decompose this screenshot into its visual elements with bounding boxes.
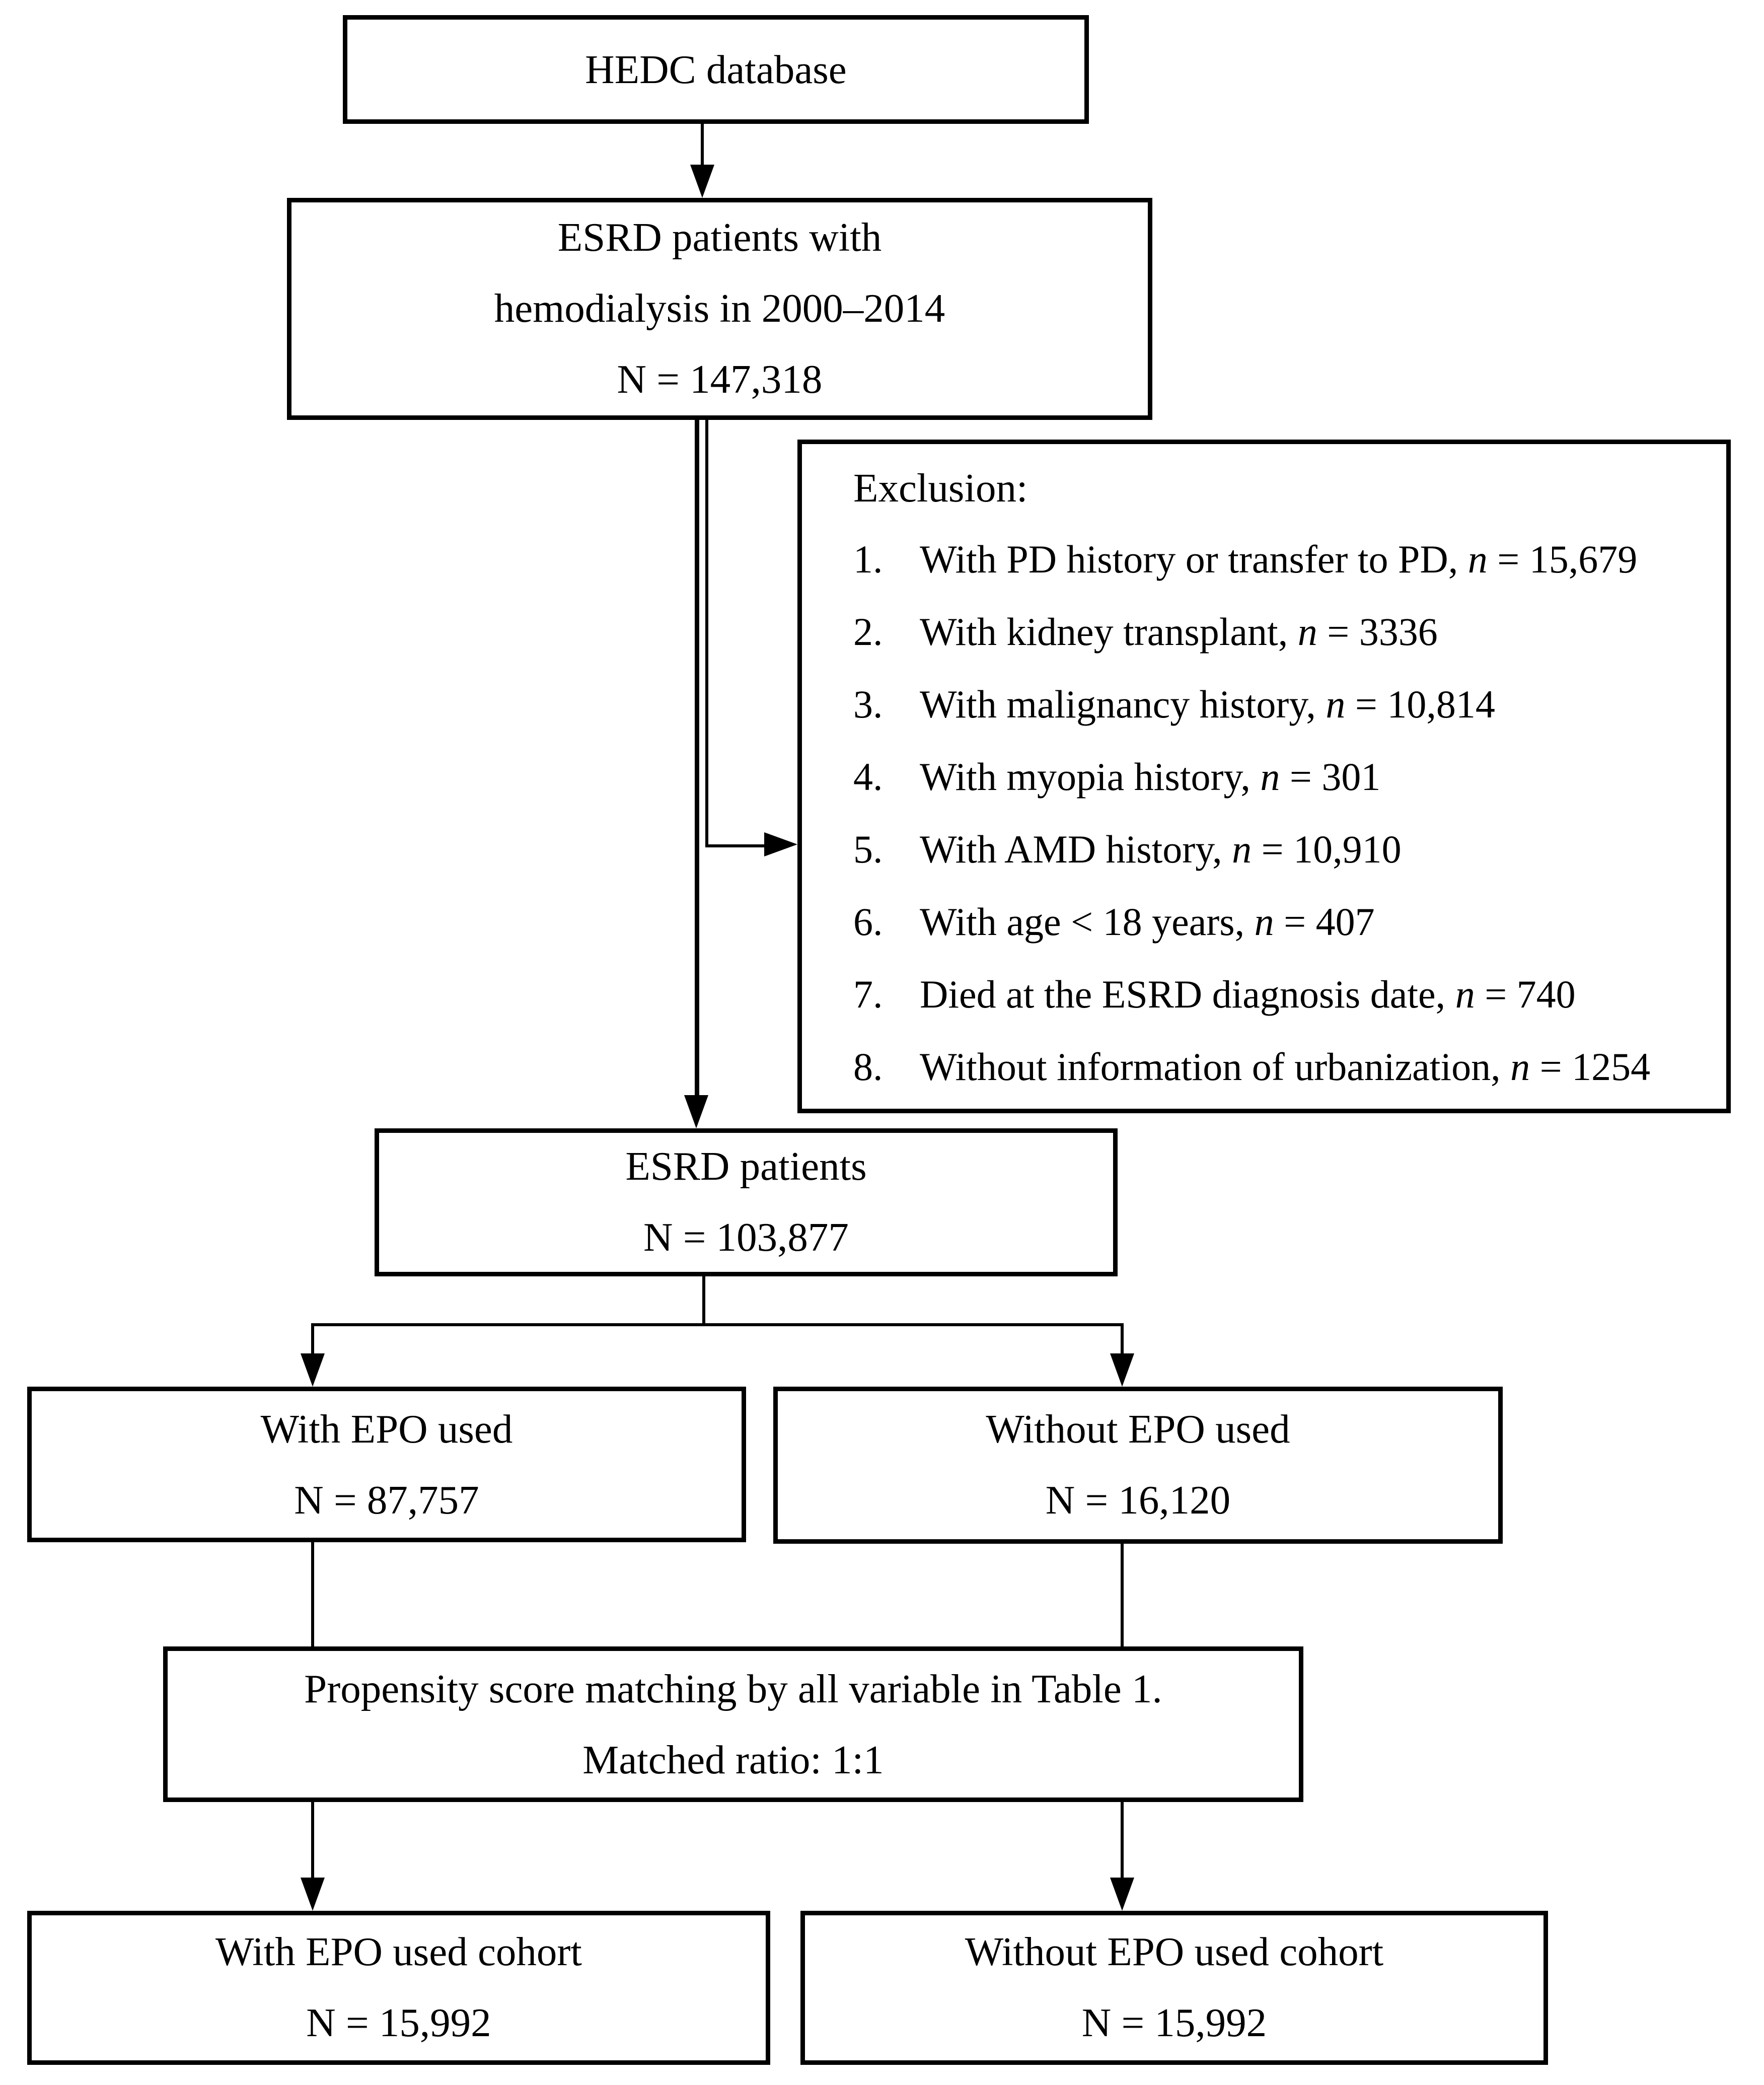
propensity-matching-box: Propensity score matching by all variabl… <box>163 1646 1303 1802</box>
arrowhead-down-icon <box>684 1095 708 1128</box>
exclusion-item: 2. With kidney transplant, n = 3336 <box>853 597 1726 669</box>
connector-branch-horizontal <box>705 844 767 847</box>
with-epo-cohort-box: With EPO used cohort N = 15,992 <box>27 1911 770 2065</box>
connector-branch-vertical <box>705 420 708 847</box>
exclusion-item: 5. With AMD history, n = 10,910 <box>853 814 1726 887</box>
exclusion-item-text: Died at the ESRD diagnosis date, n = 740 <box>920 973 1576 1017</box>
exclusion-item: 8. Without information of urbanization, … <box>853 1032 1726 1104</box>
arrowhead-down-icon <box>301 1878 325 1911</box>
esrd-patients-count: N = 103,877 <box>643 1214 849 1260</box>
exclusion-item-number: 8. <box>853 1045 883 1089</box>
exclusion-item: 4. With myopia history, n = 301 <box>853 742 1726 814</box>
with-epo-cohort-count: N = 15,992 <box>306 2000 491 2045</box>
esrd-patients-box: ESRD patients N = 103,877 <box>375 1128 1118 1276</box>
esrd-hemodialysis-line1: ESRD patients with <box>557 214 882 260</box>
exclusion-item: 1. With PD history or transfer to PD, n … <box>853 524 1726 597</box>
arrowhead-down-icon <box>690 165 714 198</box>
exclusion-item-text: With kidney transplant, n = 3336 <box>920 610 1438 654</box>
esrd-patients-label: ESRD patients <box>625 1143 867 1189</box>
connector-split-left <box>311 1323 314 1356</box>
exclusion-item-number: 3. <box>853 683 883 727</box>
arrowhead-down-icon <box>301 1353 325 1387</box>
without-epo-box: Without EPO used N = 16,120 <box>773 1387 1503 1544</box>
with-epo-count: N = 87,757 <box>294 1476 479 1522</box>
without-epo-cohort-label: Without EPO used cohort <box>965 1929 1384 1974</box>
exclusion-title: Exclusion: <box>853 465 1028 511</box>
connector-esrd-out <box>702 1276 705 1326</box>
esrd-hemodialysis-line2: hemodialysis in 2000–2014 <box>494 285 945 331</box>
propensity-matching-line2: Matched ratio: 1:1 <box>582 1736 884 1782</box>
without-epo-cohort-count: N = 15,992 <box>1081 2000 1267 2045</box>
exclusion-box: Exclusion: 1. With PD history or transfe… <box>797 440 1731 1113</box>
exclusion-item-text: With myopia history, n = 301 <box>920 755 1381 799</box>
connector-hedc-to-esrdhd <box>701 124 704 166</box>
without-epo-cohort-box: Without EPO used cohort N = 15,992 <box>800 1911 1548 2065</box>
connector-split-right <box>1121 1323 1124 1356</box>
without-epo-label: Without EPO used <box>986 1406 1290 1452</box>
exclusion-item-number: 5. <box>853 828 883 872</box>
exclusion-item-number: 6. <box>853 900 883 944</box>
esrd-hemodialysis-count: N = 147,318 <box>617 356 823 402</box>
exclusion-item: 7. Died at the ESRD diagnosis date, n = … <box>853 959 1726 1032</box>
with-epo-cohort-label: With EPO used cohort <box>215 1929 582 1974</box>
with-epo-label: With EPO used <box>260 1405 513 1451</box>
connector-matching-to-withoutcohort <box>1121 1802 1124 1881</box>
exclusion-item-text: With PD history or transfer to PD, n = 1… <box>920 538 1638 582</box>
connector-esrdhd-to-esrd <box>695 420 699 1097</box>
exclusion-item-number: 1. <box>853 538 883 582</box>
exclusion-item-number: 7. <box>853 973 883 1017</box>
arrowhead-down-icon <box>1110 1353 1134 1387</box>
exclusion-item-number: 2. <box>853 610 883 654</box>
connector-split-horizontal <box>311 1323 1124 1326</box>
connector-withoutepo-to-matching <box>1121 1544 1124 1646</box>
exclusion-item-text: With AMD history, n = 10,910 <box>920 828 1402 872</box>
exclusion-item-text: With age < 18 years, n = 407 <box>920 900 1375 944</box>
esrd-hemodialysis-box: ESRD patients with hemodialysis in 2000–… <box>287 198 1152 420</box>
exclusion-item: 3. With malignancy history, n = 10,814 <box>853 669 1726 742</box>
exclusion-item-text: Without information of urbanization, n =… <box>920 1045 1651 1089</box>
with-epo-box: With EPO used N = 87,757 <box>27 1387 746 1542</box>
arrowhead-right-icon <box>764 832 797 856</box>
hedc-database-label: HEDC database <box>585 46 847 92</box>
connector-matching-to-withcohort <box>311 1802 314 1881</box>
exclusion-item-text: With malignancy history, n = 10,814 <box>920 683 1495 727</box>
exclusion-item: 6. With age < 18 years, n = 407 <box>853 887 1726 959</box>
connector-withepo-to-matching <box>311 1542 314 1646</box>
arrowhead-down-icon <box>1110 1878 1134 1911</box>
without-epo-count: N = 16,120 <box>1045 1477 1231 1523</box>
propensity-matching-line1: Propensity score matching by all variabl… <box>304 1665 1162 1711</box>
hedc-database-box: HEDC database <box>343 15 1089 124</box>
exclusion-item-number: 4. <box>853 755 883 799</box>
